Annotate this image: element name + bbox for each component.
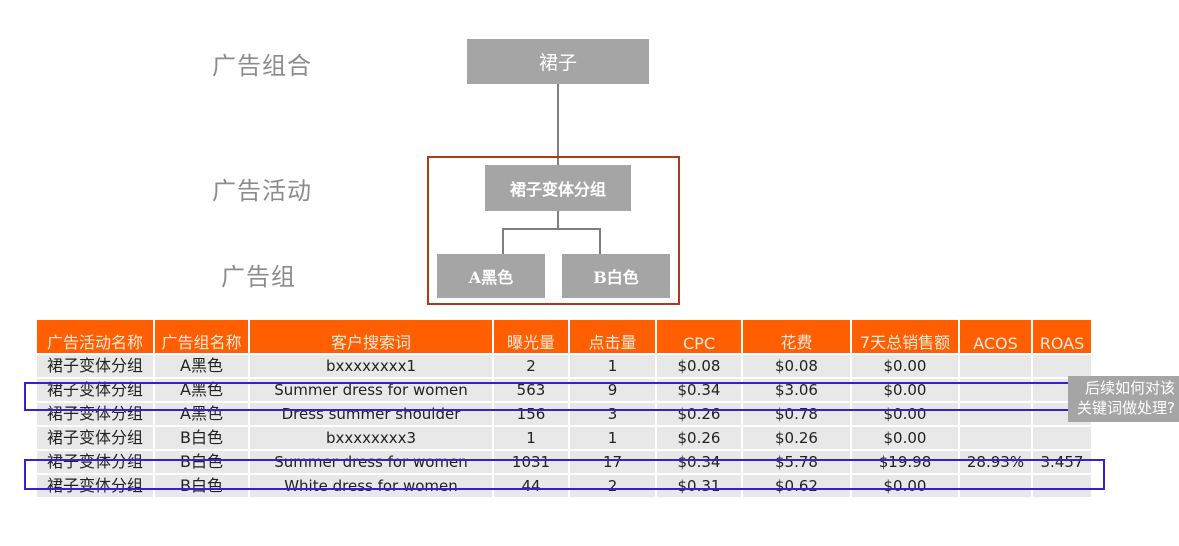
cell-clicks: 17 — [570, 451, 655, 473]
cell-campaign: 裙子变体分组 — [37, 451, 153, 473]
highlight-row-b-summer-dress — [24, 459, 1105, 490]
cell-impressions: 563 — [494, 379, 568, 401]
table-row: 裙子变体分组 A黑色 bxxxxxxxx1 2 1 $0.08 $0.08 $0… — [37, 355, 1091, 377]
cell-search-term: Summer dress for women — [250, 379, 492, 401]
col-acos: ACOS — [960, 320, 1031, 353]
table-row: 裙子变体分组 B白色 Summer dress for women 1031 1… — [37, 451, 1091, 473]
col-ad-group-name: 广告组名称 — [155, 320, 248, 353]
node-portfolio: 裙子 — [467, 39, 649, 84]
cell-campaign: 裙子变体分组 — [37, 403, 153, 425]
cell-sales: $19.98 — [852, 451, 958, 473]
cell-clicks: 9 — [570, 379, 655, 401]
connector-ad-group-b — [599, 228, 601, 254]
cell-spend: $0.62 — [743, 475, 850, 497]
cell-impressions: 44 — [494, 475, 568, 497]
cell-sales: $0.00 — [852, 355, 958, 377]
question-callout: 后续如何对该 关键词做处理? — [1068, 376, 1179, 422]
cell-sales: $0.00 — [852, 379, 958, 401]
level-label-campaign: 广告活动 — [212, 177, 312, 205]
cell-impressions: 1 — [494, 427, 568, 449]
node-ad-group-a: A黑色 — [437, 254, 545, 298]
cell-acos — [960, 403, 1031, 425]
cell-cpc: $0.08 — [657, 355, 741, 377]
node-portfolio-label: 裙子 — [538, 52, 577, 74]
cell-ad-group: B白色 — [155, 451, 248, 473]
node-ad-group-b-label: B白色 — [593, 268, 639, 287]
cell-acos — [960, 355, 1031, 377]
cell-campaign: 裙子变体分组 — [37, 475, 153, 497]
cell-acos — [960, 427, 1031, 449]
cell-search-term: White dress for women — [250, 475, 492, 497]
cell-clicks: 1 — [570, 355, 655, 377]
cell-clicks: 2 — [570, 475, 655, 497]
col-clicks: 点击量 — [570, 320, 655, 353]
cell-roas — [1033, 475, 1091, 497]
cell-search-term: bxxxxxxxx3 — [250, 427, 492, 449]
node-ad-group-a-label: A黑色 — [468, 268, 514, 287]
cell-cpc: $0.26 — [657, 427, 741, 449]
cell-acos — [960, 379, 1031, 401]
connector-horizontal — [502, 228, 601, 230]
cell-search-term: Summer dress for women — [250, 451, 492, 473]
cell-sales: $0.00 — [852, 475, 958, 497]
col-7day-sales: 7天总销售额 — [852, 320, 958, 353]
connector-campaign-stem — [557, 210, 559, 229]
col-roas: ROAS — [1033, 320, 1091, 353]
cell-clicks: 3 — [570, 403, 655, 425]
level-label-ad-group: 广告组 — [221, 263, 296, 291]
cell-campaign: 裙子变体分组 — [37, 379, 153, 401]
cell-spend: $0.08 — [743, 355, 850, 377]
highlight-row-a-summer-dress — [24, 382, 1084, 411]
col-cpc: CPC — [657, 320, 741, 353]
cell-impressions: 1031 — [494, 451, 568, 473]
cell-campaign: 裙子变体分组 — [37, 427, 153, 449]
level-label-portfolio: 广告组合 — [212, 52, 312, 80]
connector-ad-group-a — [502, 228, 504, 254]
cell-roas: 3.457 — [1033, 451, 1091, 473]
cell-clicks: 1 — [570, 427, 655, 449]
node-ad-group-b: B白色 — [562, 254, 670, 298]
col-impressions: 曝光量 — [494, 320, 568, 353]
cell-cpc: $0.31 — [657, 475, 741, 497]
cell-ad-group: A黑色 — [155, 403, 248, 425]
cell-spend: $5.78 — [743, 451, 850, 473]
cell-ad-group: A黑色 — [155, 379, 248, 401]
cell-spend: $0.26 — [743, 427, 850, 449]
cell-acos — [960, 475, 1031, 497]
table-row: 裙子变体分组 B白色 White dress for women 44 2 $0… — [37, 475, 1091, 497]
col-campaign-name: 广告活动名称 — [37, 320, 153, 353]
campaign-subtree-frame — [427, 156, 680, 305]
callout-line-2: 关键词做处理? — [1077, 399, 1175, 417]
cell-cpc: $0.34 — [657, 451, 741, 473]
cell-cpc: $0.34 — [657, 379, 741, 401]
col-spend: 花费 — [743, 320, 850, 353]
cell-search-term: bxxxxxxxx1 — [250, 355, 492, 377]
cell-ad-group: B白色 — [155, 427, 248, 449]
cell-roas — [1033, 427, 1091, 449]
cell-spend: $3.06 — [743, 379, 850, 401]
cell-ad-group: B白色 — [155, 475, 248, 497]
cell-impressions: 2 — [494, 355, 568, 377]
table-header-row: 广告活动名称 广告组名称 客户搜索词 曝光量 点击量 CPC 花费 7天总销售额… — [37, 320, 1091, 353]
cell-ad-group: A黑色 — [155, 355, 248, 377]
search-term-table: 广告活动名称 广告组名称 客户搜索词 曝光量 点击量 CPC 花费 7天总销售额… — [35, 318, 1093, 499]
cell-sales: $0.00 — [852, 427, 958, 449]
cell-campaign: 裙子变体分组 — [37, 355, 153, 377]
table-row: 裙子变体分组 B白色 bxxxxxxxx3 1 1 $0.26 $0.26 $0… — [37, 427, 1091, 449]
node-campaign-label: 裙子变体分组 — [509, 180, 606, 199]
connector-portfolio-campaign — [557, 84, 559, 166]
col-search-term: 客户搜索词 — [250, 320, 492, 353]
cell-acos: 28.93% — [960, 451, 1031, 473]
cell-roas — [1033, 355, 1091, 377]
table-row: 裙子变体分组 A黑色 Summer dress for women 563 9 … — [37, 379, 1091, 401]
node-campaign: 裙子变体分组 — [485, 165, 631, 211]
callout-line-1: 后续如何对该 — [1084, 379, 1175, 397]
